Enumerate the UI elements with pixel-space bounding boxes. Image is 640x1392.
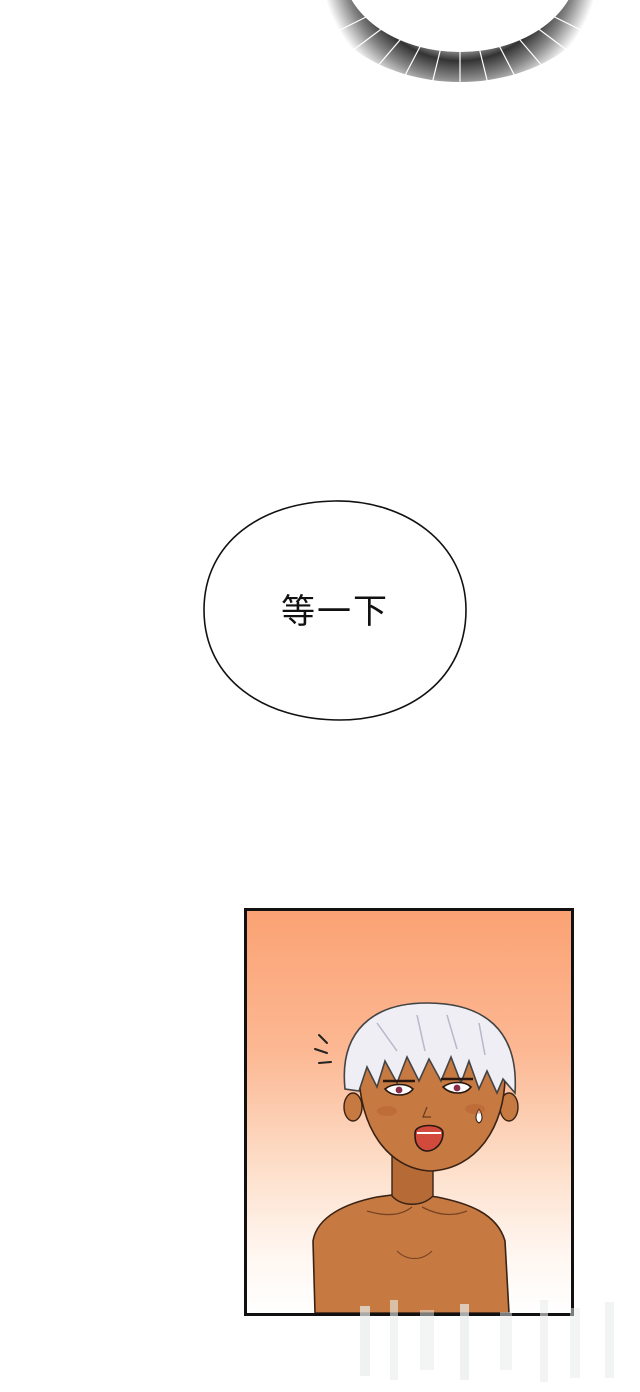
comic-panel <box>244 908 574 1316</box>
character-illustration <box>312 1002 519 1313</box>
surprise-marks <box>314 1034 332 1064</box>
bottom-watermark-smudge <box>360 1300 614 1382</box>
speech-bubble-text: 等一下 <box>281 592 389 632</box>
speech-bubble-outline <box>203 500 467 721</box>
speed-line-burst <box>315 0 606 95</box>
eyes <box>383 1077 473 1096</box>
speech-bubble: 等一下 <box>200 498 470 724</box>
